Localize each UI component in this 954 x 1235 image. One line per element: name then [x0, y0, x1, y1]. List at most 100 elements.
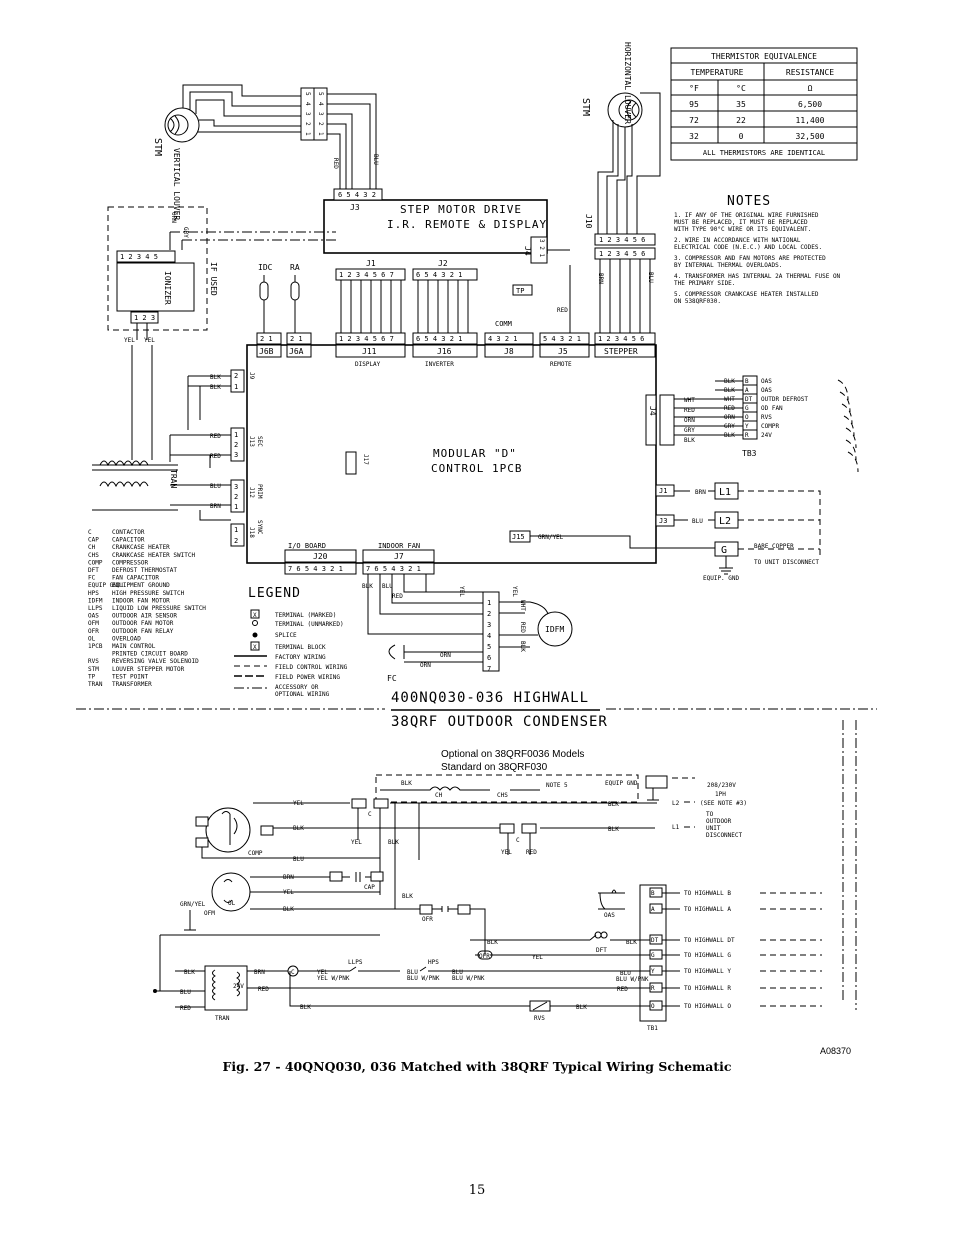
wire-blk-label: BLK	[210, 374, 221, 381]
abbrev-meaning: TRANSFORMER	[112, 681, 152, 688]
j20-label: J20	[313, 552, 328, 561]
wire-brn-label: BRN	[695, 489, 706, 496]
j1b-label: J1	[659, 487, 667, 495]
indoor-fan-label: INDOOR FAN	[378, 542, 420, 550]
note-line: 4. TRANSFORMER HAS INTERNAL 2A THERMAL F…	[674, 273, 841, 280]
optional-note-line1: Optional on 38QRF0036 Models	[441, 749, 585, 760]
wire-blk-label: BLK	[487, 939, 498, 946]
svg-text:1 2 3 4 5 6: 1 2 3 4 5 6	[599, 250, 645, 258]
tb1-terminal-label: B	[651, 890, 655, 897]
note-line: 2. WIRE IN ACCORDANCE WITH NATIONAL	[674, 237, 801, 244]
bare-copper-label: BARE COPPER	[754, 543, 794, 550]
note-line: MUST BE REPLACED, IT MUST BE REPLACED	[674, 219, 808, 226]
abbrev-code: HPS	[88, 590, 99, 597]
to-disconnect-label: TO UNIT DISCONNECT	[754, 559, 819, 566]
wire-blk-label: BLK	[184, 969, 195, 976]
col-temperature: TEMPERATURE	[691, 68, 744, 77]
wire-gry-label: GRY	[182, 227, 189, 238]
wire-blk-label: BLK	[300, 1004, 311, 1011]
tb3-function-label: OUTDR DEFROST	[761, 396, 808, 403]
abbrev-code: RVS	[88, 658, 99, 665]
sec-label: SEC	[256, 436, 263, 447]
tb3-terminal-label: B	[745, 378, 749, 385]
main-control-board: MODULAR "D" CONTROL 1PCB J17 2 1 J6B 2 1…	[230, 320, 675, 575]
j4-wire-color: BLK	[684, 437, 695, 444]
vertical-stm-label: STM	[152, 138, 163, 156]
abbrev-meaning: INDOOR FAN MOTOR	[112, 597, 170, 604]
tp-label: TP	[516, 287, 524, 295]
j4-label: J4	[523, 246, 532, 256]
abbrev-meaning: CRANKCASE HEATER	[112, 544, 170, 551]
tb3-function-label: COMPR	[761, 423, 779, 430]
wire-blk-label: BLK	[626, 939, 637, 946]
svg-text:5: 5	[487, 643, 491, 651]
figure-caption: Fig. 27 - 40QNQ030, 036 Matched with 38Q…	[222, 1059, 732, 1074]
row-ohm: 6,500	[798, 100, 822, 109]
wire-blu-wpnk-label: BLU W/PNK	[407, 975, 440, 982]
svg-text:3: 3	[487, 621, 491, 629]
tb1-destination: TO HIGHWALL DT	[684, 937, 735, 944]
abbrev-code: EQUIP GND.	[88, 582, 124, 589]
abbrev-meaning: OUTDOOR FAN MOTOR	[112, 620, 174, 627]
equip-gnd-label: EQUIP. GND	[703, 575, 740, 582]
tb1-terminal-label: Y	[651, 968, 655, 975]
abbrev-code: CHS	[88, 552, 99, 559]
equip-gnd-outdoor-label: EQUIP GND	[605, 780, 638, 787]
abbrev-code: C	[88, 529, 92, 536]
wire-blk-label: BLK	[210, 384, 221, 391]
abbrev-code: COMP	[88, 559, 103, 566]
disc-line1: TO	[706, 811, 714, 818]
j4-wire-color: RED	[684, 407, 695, 414]
optional-note-line2: Standard on 38QRF030	[441, 762, 548, 773]
j12-label: J12	[248, 487, 255, 498]
outdoor-section: BLK NOTE 5 CH CHS EQUIP GND 208/230V 1PH…	[153, 720, 857, 1032]
figure-code: A08370	[820, 1046, 852, 1056]
wire-blk-label: BLK	[402, 893, 413, 900]
abbrev-code: TP	[88, 673, 96, 680]
note-line: 1. IF ANY OF THE ORIGINAL WIRE FURNISHED	[674, 212, 819, 219]
svg-text:2 1: 2 1	[290, 335, 303, 343]
sync-label: SYNC	[256, 520, 263, 535]
wire-blk-label: BLK	[608, 826, 619, 833]
ofr-label: OFR	[422, 916, 433, 923]
wire-blu-label: BLU	[210, 483, 221, 490]
comm-label: COMM	[495, 320, 512, 328]
wire-blu-label: BLU	[407, 969, 418, 976]
j4-wire-color: WHT	[684, 397, 695, 404]
horizontal-louver-stm: STM HORIZONTAL LOUVER	[580, 42, 661, 234]
idfm-label: IDFM	[545, 625, 564, 634]
ionizer-label: IONIZER	[163, 271, 172, 305]
j6a-label: J6A	[289, 347, 304, 356]
abbrev-meaning: COMPRESSOR	[112, 559, 149, 566]
row-f: 72	[689, 116, 699, 125]
wire-red-label: RED	[180, 1005, 191, 1012]
abbrev-code: OAS	[88, 613, 99, 620]
svg-text:1 2 3 4 5 6 7: 1 2 3 4 5 6 7	[339, 271, 394, 279]
abbrev-meaning: DEFROST THERMOSTAT	[112, 567, 177, 574]
note-line: WITH TYPE 90°C WIRE OR ITS EQUIVALENT.	[674, 226, 811, 233]
abbrev-code: IDFM	[88, 597, 103, 604]
legend-item: TERMINAL BLOCK	[275, 644, 326, 651]
svg-text:5: 5	[304, 92, 311, 96]
svg-text:2: 2	[234, 493, 238, 501]
svg-text:1: 1	[234, 503, 238, 511]
wire-blk-label: BLK	[519, 641, 526, 652]
row-c: 22	[736, 116, 746, 125]
svg-text:6 5 4 3 2 1: 6 5 4 3 2 1	[416, 271, 462, 279]
wire-blu-label: BLU	[372, 154, 379, 165]
note-line: ELECTRICAL CODE (N.E.C.) AND LOCAL CODES…	[674, 244, 822, 251]
j10-label: J10	[584, 214, 593, 229]
abbrev-meaning: CRANKCASE HEATER SWITCH	[112, 552, 195, 559]
note5-label: NOTE 5	[546, 782, 568, 789]
svg-text:7 6 5 4 3 2 1: 7 6 5 4 3 2 1	[366, 565, 421, 573]
thermistor-table: THERMISTOR EQUIVALENCE TEMPERATURE RESIS…	[670, 47, 858, 161]
step-motor-line2: I.R. REMOTE & DISPLAY	[387, 218, 547, 231]
tb3-function-label: OD FAN	[761, 405, 783, 412]
wire-yel-label: YEL	[124, 337, 135, 344]
tb3-label: TB3	[742, 449, 757, 458]
svg-text:6: 6	[487, 654, 491, 662]
supply-line2: 1PH	[715, 791, 726, 798]
j8-label: J8	[504, 347, 514, 356]
